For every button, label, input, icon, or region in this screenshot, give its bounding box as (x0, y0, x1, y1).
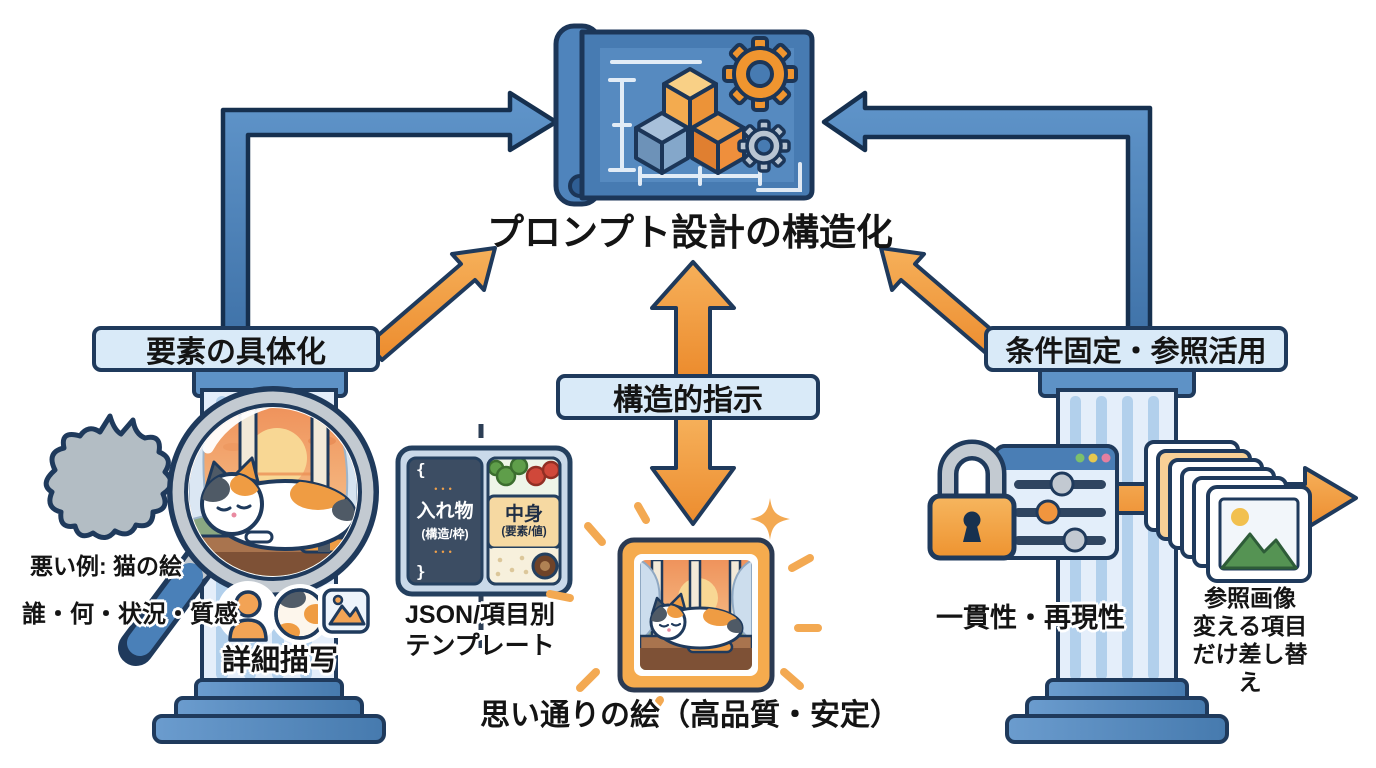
json-dots-bottom: ••• (434, 546, 456, 557)
bento-container-labels: { ••• 入れ物 (構造/枠) ••• } (408, 458, 482, 584)
sparkle-icon (750, 498, 790, 540)
json-dots-top: ••• (434, 484, 456, 495)
right-diagonal-arrow (879, 246, 1010, 362)
glow-rays (546, 502, 822, 716)
center-branch-label: 構造的指示 (556, 374, 820, 420)
bento-container-sub: (構造/枠) (421, 527, 469, 542)
left-branch-label-text: 要素の具体化 (146, 336, 326, 369)
bad-example-caption: 悪い例: 猫の絵 (30, 553, 183, 579)
calico-pattern-icon (270, 584, 330, 644)
photo-icon (318, 584, 374, 638)
aspects-caption: 誰・何・状況・質感 (22, 601, 238, 628)
bento-content-label: 中身 (504, 504, 543, 526)
right-elbow-arrow (821, 90, 1153, 343)
left-branch-label: 要素の具体化 (92, 326, 380, 372)
magnifier-icon (118, 386, 379, 666)
slider-row-3 (1014, 527, 1106, 553)
cat-scene (189, 408, 357, 576)
window-dot-pink (1101, 453, 1111, 463)
detail-caption: 詳細描写 (222, 645, 339, 677)
reference-caption: 参照画像 変える項目だけ差し替え (1192, 585, 1308, 696)
center-double-arrow (650, 260, 736, 526)
bento-box-icon (395, 445, 573, 597)
bento-content-labels: 中身 (要素/値) (488, 496, 560, 548)
right-branch-label-text: 条件固定・参照活用 (1005, 336, 1267, 368)
slider-row-2 (1014, 499, 1106, 525)
bento-rice (488, 548, 560, 584)
gear-small-icon (737, 119, 791, 173)
settings-panel-icon (993, 444, 1119, 560)
photo-stack-icon (1144, 440, 1312, 583)
blueprint-icon (553, 23, 815, 207)
right-branch-label: 条件固定・参照活用 (984, 326, 1288, 372)
cube-stack-icon (634, 67, 746, 175)
center-branch-label-text: 構造的指示 (613, 384, 763, 417)
brace-open: { (416, 460, 426, 479)
window-dot-green (1075, 453, 1085, 463)
window-dot-yellow (1088, 453, 1098, 463)
result-caption: 思い通りの絵（高品質・安定） (480, 699, 900, 732)
consistency-caption: 一貫性・再現性 (936, 603, 1125, 633)
bento-content-sub: (要素/値) (501, 526, 547, 539)
bento-container-label: 入れ物 (416, 500, 474, 522)
page-title: プロンプト設計の構造化 (487, 212, 893, 253)
bento-veggies (488, 458, 560, 496)
slider-row-1 (1014, 471, 1106, 497)
lock-icon (927, 439, 1017, 561)
gear-large-icon (722, 36, 798, 112)
left-diagonal-arrow (366, 246, 497, 362)
blueprint-measure-marks (608, 60, 802, 192)
template-caption: JSON/項目別 テンプレート (404, 601, 556, 660)
vague-blob-icon (43, 413, 174, 540)
person-icon (217, 581, 279, 643)
left-elbow-arrow (220, 90, 559, 343)
result-picture (617, 537, 775, 693)
brace-close: } (416, 561, 426, 581)
